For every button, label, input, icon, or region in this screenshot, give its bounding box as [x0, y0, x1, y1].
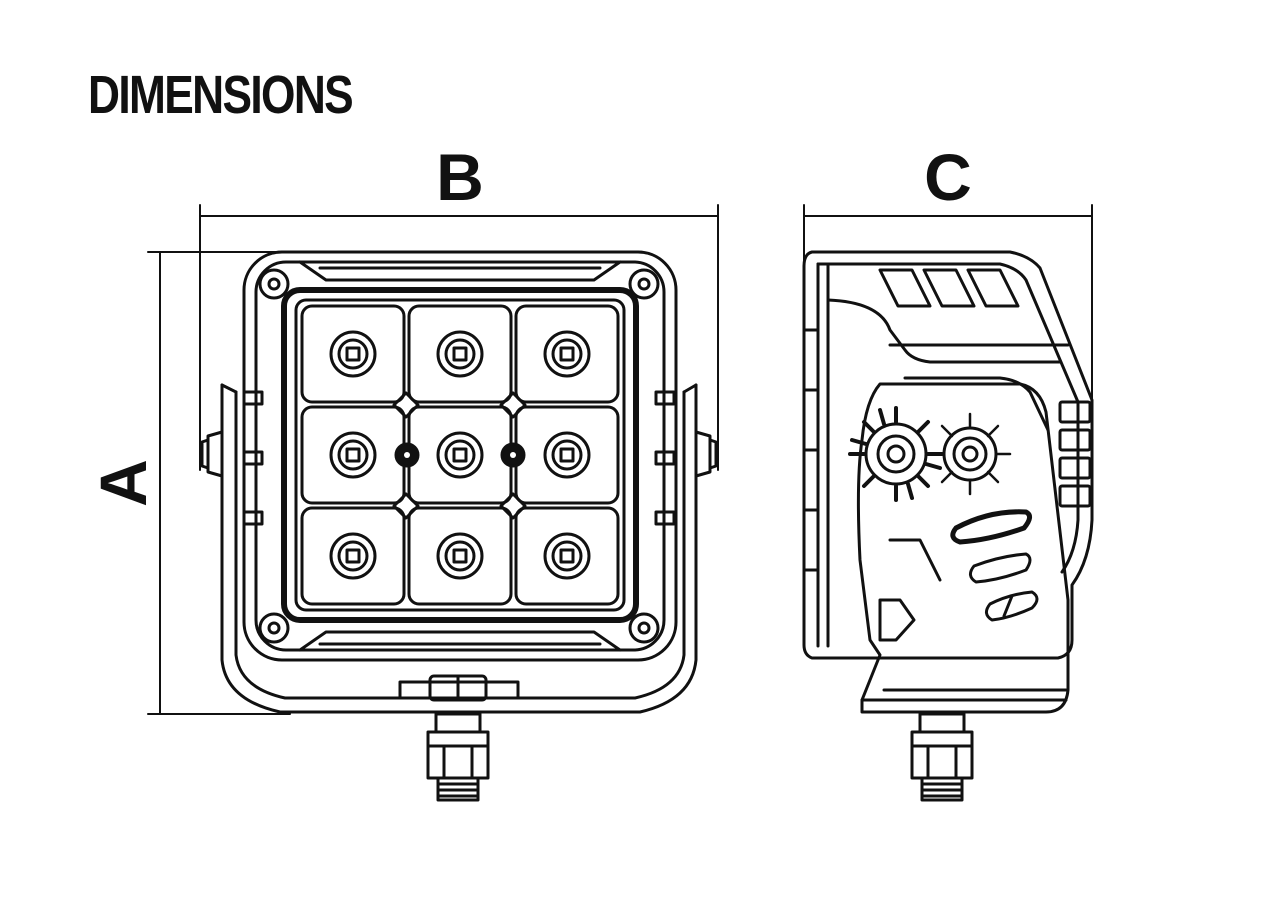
dimension-label-a: A [86, 459, 160, 507]
front-view [200, 250, 718, 802]
side-view [802, 250, 1094, 802]
dimension-label-b: B [436, 140, 484, 214]
dimension-lines [147, 204, 1093, 715]
page-title: DIMENSIONS [88, 65, 354, 125]
dimension-label-c: C [924, 140, 972, 214]
